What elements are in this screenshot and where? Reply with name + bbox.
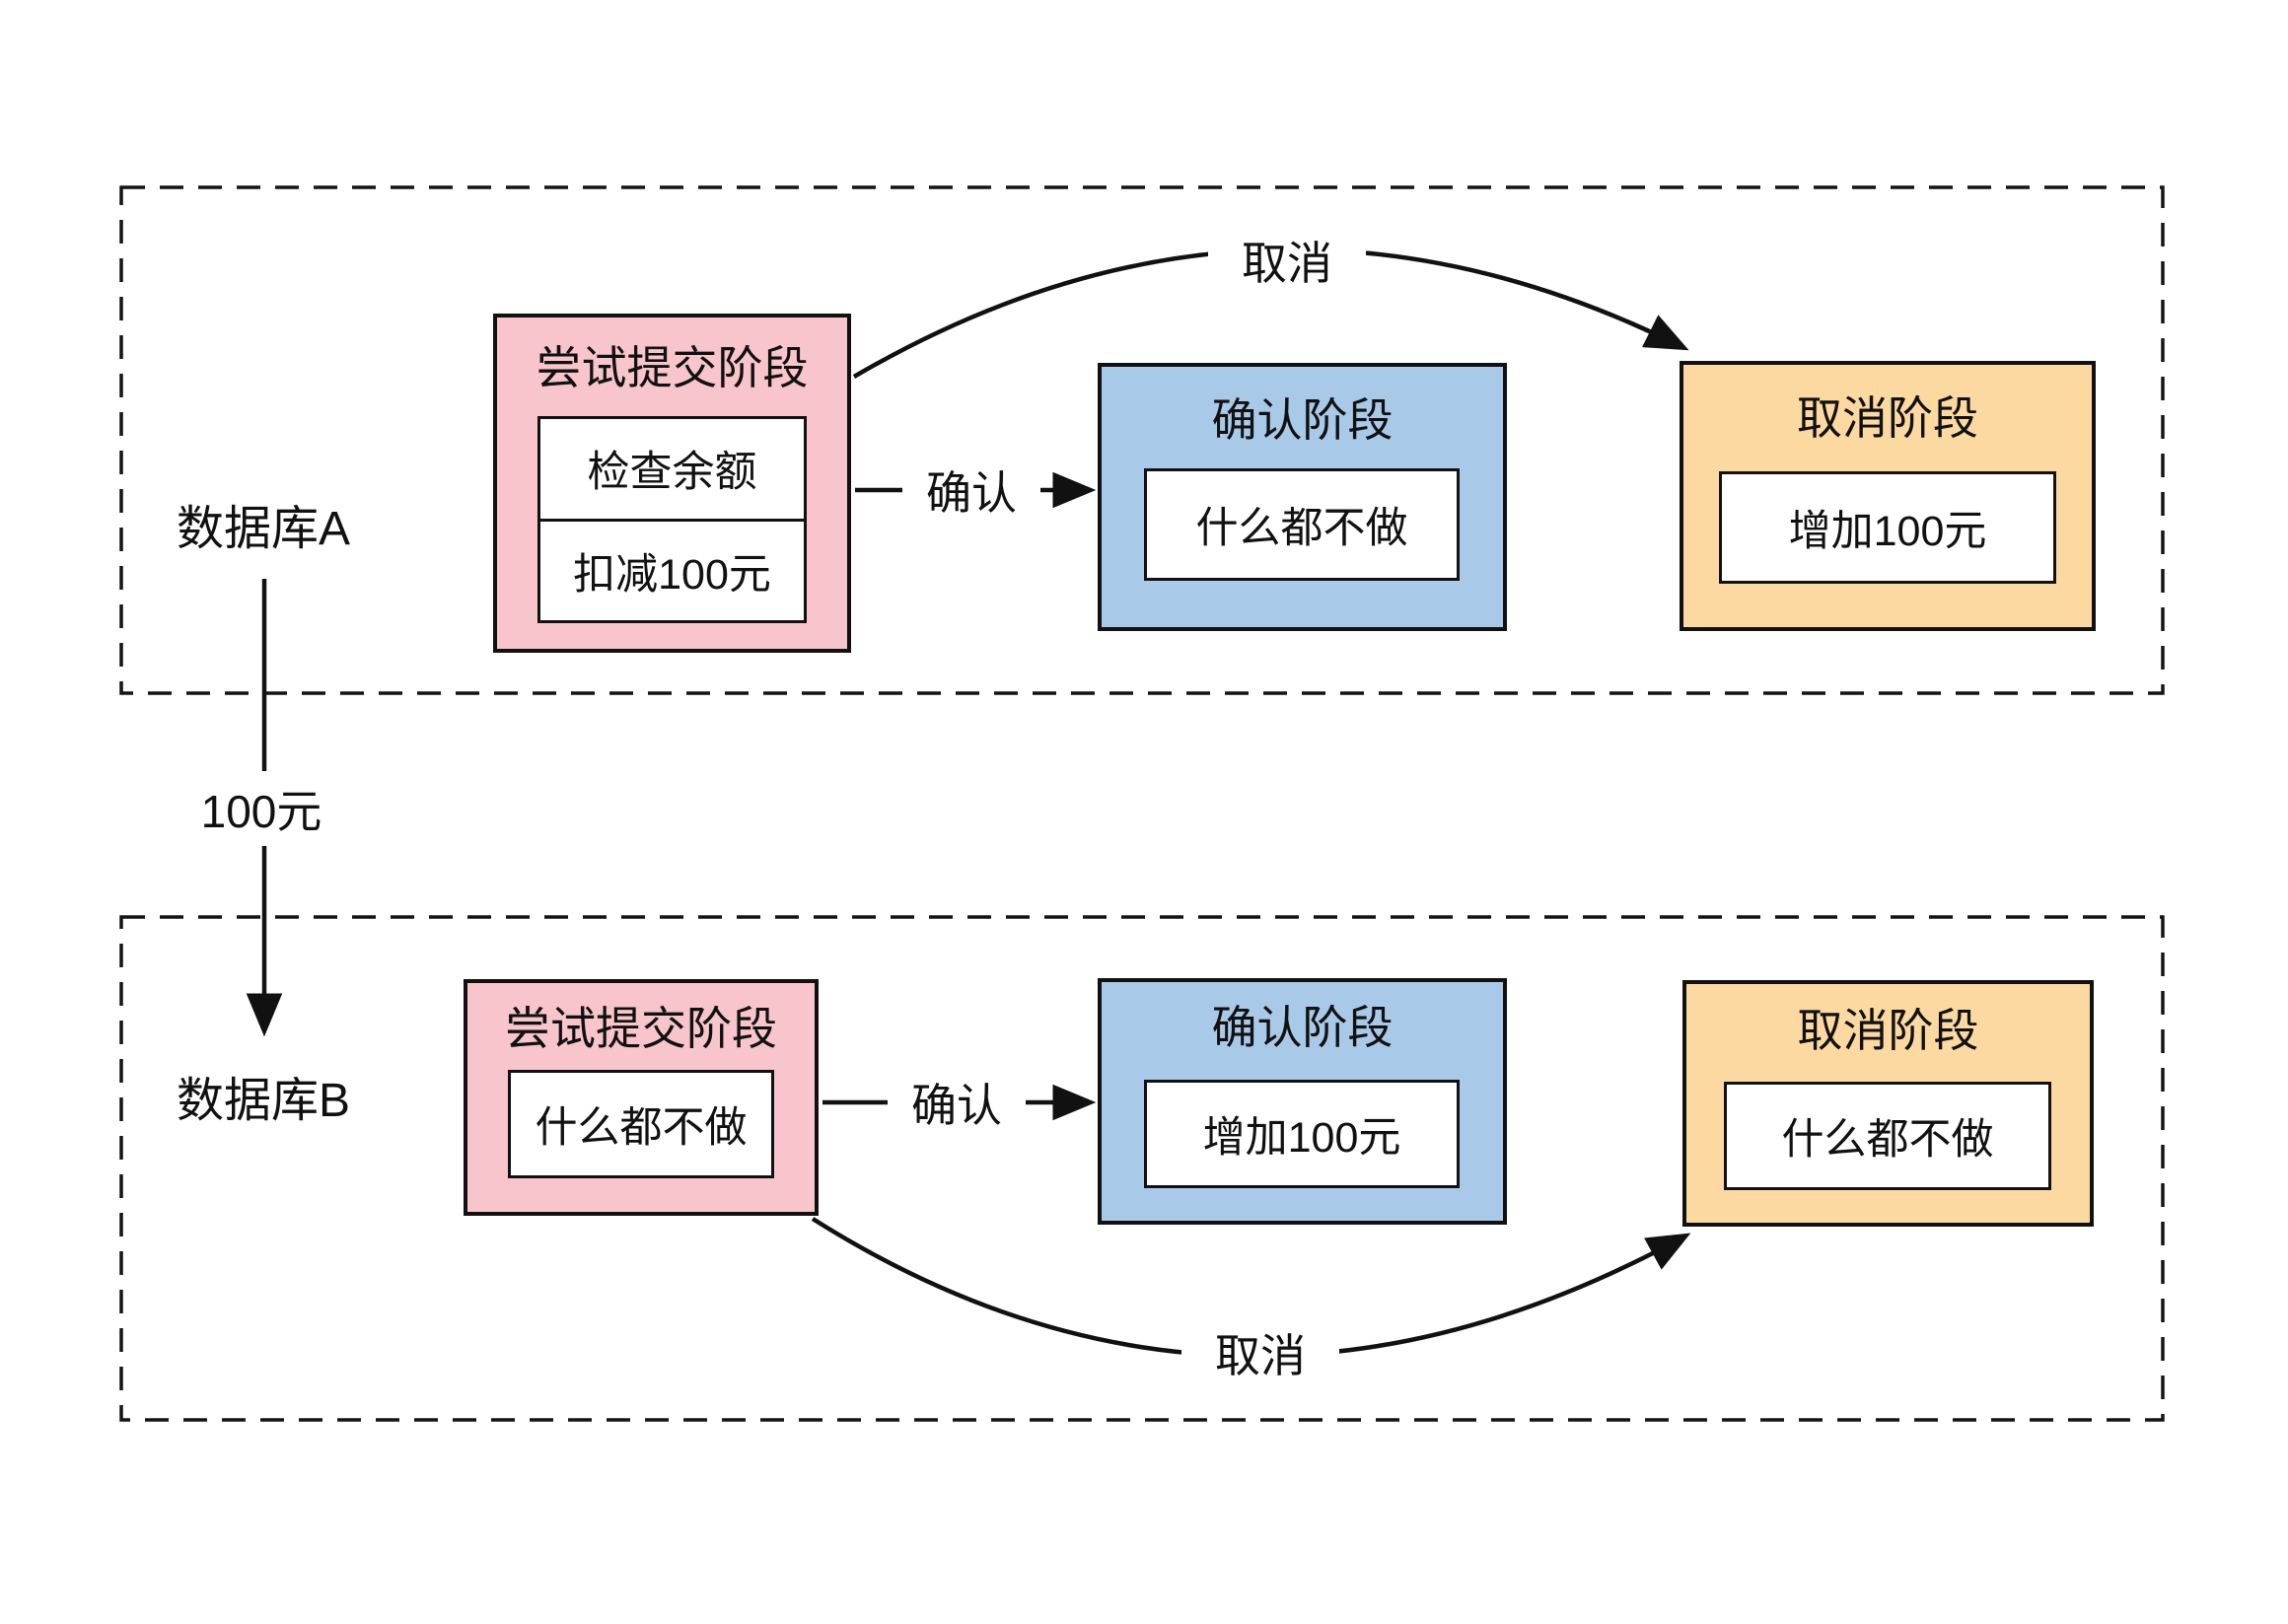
step-do-nothing-try-b: 什么都不做 [535,1104,748,1152]
try-phase-title-b: 尝试提交阶段 [505,1003,777,1054]
cancel-phase-box-a: 取消阶段 增加100元 [1680,361,2096,631]
cancel-arrow-label-b: 取消 [1181,1319,1339,1386]
cancel-arrow-label-a: 取消 [1208,227,1366,294]
cancel-phase-title-a: 取消阶段 [1797,392,1978,444]
step-add-100-a: 增加100元 [1788,508,1987,555]
step-add-100-b: 增加100元 [1202,1114,1401,1162]
confirm-phase-steps-a: 什么都不做 [1144,468,1460,581]
confirm-phase-box-b: 确认阶段 增加100元 [1098,978,1507,1225]
confirm-phase-steps-b: 增加100元 [1144,1080,1460,1188]
step-deduct-100: 扣减100元 [540,518,804,621]
try-phase-steps-b: 什么都不做 [508,1070,774,1178]
cancel-phase-steps-a: 增加100元 [1719,471,2056,584]
confirm-arrow-label-a: 确认 [902,457,1040,524]
confirm-phase-title-a: 确认阶段 [1211,394,1394,446]
try-phase-box-a: 尝试提交阶段 检查余额 扣减100元 [493,314,851,653]
confirm-arrow-label-b: 确认 [888,1069,1026,1136]
step-check-balance: 检查余额 [587,449,757,497]
database-b-label: 数据库B [176,1075,351,1127]
confirm-phase-title-b: 确认阶段 [1211,1002,1394,1053]
cancel-phase-title-b: 取消阶段 [1797,1005,1979,1056]
try-phase-box-b: 尝试提交阶段 什么都不做 [464,979,819,1216]
database-a-label: 数据库A [176,503,351,555]
try-phase-steps-a: 检查余额 扣减100元 [537,416,807,623]
step-do-nothing-cancel-b: 什么都不做 [1781,1116,1994,1164]
transfer-amount-label: 100元 [163,771,360,846]
cancel-phase-box-b: 取消阶段 什么都不做 [1682,980,2094,1227]
try-phase-title-a: 尝试提交阶段 [536,342,809,393]
step-do-nothing-confirm-a: 什么都不做 [1195,505,1408,552]
confirm-phase-box-a: 确认阶段 什么都不做 [1098,363,1507,631]
cancel-phase-steps-b: 什么都不做 [1724,1082,2051,1190]
